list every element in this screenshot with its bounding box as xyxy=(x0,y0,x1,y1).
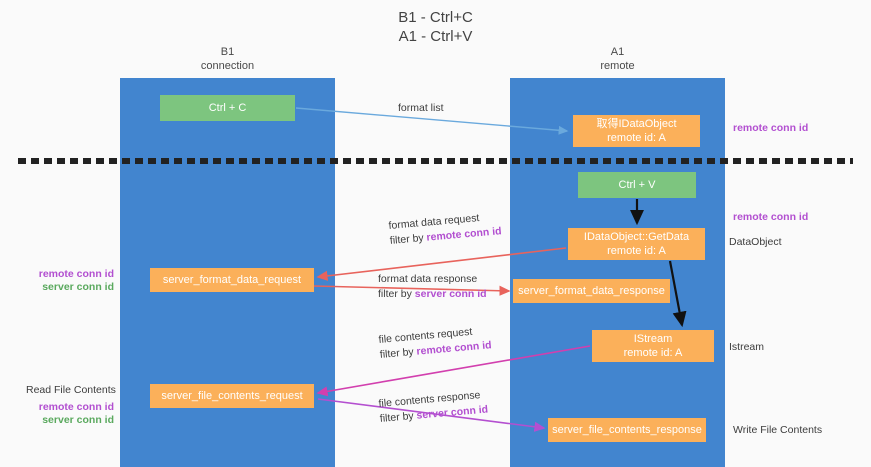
note-left-remote-conn-id-1: remote conn id xyxy=(38,268,114,280)
arrow-label-file-contents-response-filter-prefix: filter by xyxy=(379,409,418,425)
box-server-file-contents-response[interactable]: server_file_contents_response xyxy=(548,418,706,442)
box-server-file-contents-request-label: server_file_contents_request xyxy=(161,390,303,402)
note-write-file-contents: Write File Contents xyxy=(733,424,823,436)
note-istream: Istream xyxy=(729,341,765,353)
title-line-1: B1 - Ctrl+C xyxy=(398,9,473,26)
title-line-2: A1 - Ctrl+V xyxy=(398,28,473,45)
arrow-format-data-response xyxy=(313,285,511,296)
lane-header-a1-role: remote xyxy=(600,60,635,72)
note-dataobject: DataObject xyxy=(729,236,782,248)
box-server-format-data-response[interactable]: server_format_data_response xyxy=(513,279,670,303)
box-ctrl-c-label: Ctrl + C xyxy=(208,102,247,114)
arrow-getdata-to-istream xyxy=(668,260,687,328)
arrow-file-contents-request xyxy=(316,345,591,397)
box-istream-remote-id: remote id: A xyxy=(623,347,683,359)
lane-header-a1-name: A1 xyxy=(610,46,625,58)
box-server-format-data-request[interactable]: server_format_data_request xyxy=(150,268,314,292)
note-remote-conn-id-mid: remote conn id xyxy=(733,211,809,223)
box-ctrl-c[interactable]: Ctrl + C xyxy=(160,95,295,121)
arrow-label-format-data-response: format data response filter by server co… xyxy=(378,272,487,302)
box-ctrl-v-label: Ctrl + V xyxy=(618,179,656,191)
arrow-label-format-list: format list xyxy=(398,101,444,116)
box-idataobject-getdata-label: IDataObject::GetData xyxy=(583,231,690,243)
arrow-label-format-list-text: format list xyxy=(398,102,444,114)
box-istream-label: IStream xyxy=(633,333,673,345)
box-ctrl-v[interactable]: Ctrl + V xyxy=(578,172,696,198)
box-idataobject-getdata-remote-id: remote id: A xyxy=(607,245,666,257)
box-server-file-contents-response-label: server_file_contents_response xyxy=(552,424,702,436)
arrow-format-list xyxy=(295,107,569,135)
arrow-label-file-contents-request-filter-prefix: filter by xyxy=(379,345,418,361)
note-read-file-contents: Read File Contents xyxy=(26,384,116,396)
lane-header-b1-name: B1 xyxy=(220,46,235,58)
lane-header-b1-role: connection xyxy=(200,60,255,72)
box-server-format-data-request-label: server_format_data_request xyxy=(162,274,302,286)
note-left-conn-ids-bottom: remote conn id server conn id xyxy=(22,401,114,427)
arrow-label-format-data-response-filter-value: server conn id xyxy=(414,288,487,300)
box-get-idataobject-remote-id: remote id: A xyxy=(607,132,666,144)
note-left-conn-ids-top: remote conn id server conn id xyxy=(22,268,114,294)
phase-divider xyxy=(18,158,853,164)
box-istream[interactable]: IStream remote id: A xyxy=(592,330,714,362)
box-idataobject-getdata[interactable]: IDataObject::GetData remote id: A xyxy=(568,228,705,260)
box-server-file-contents-request[interactable]: server_file_contents_request xyxy=(150,384,314,408)
arrow-label-format-data-request-filter-prefix: filter by xyxy=(389,231,428,247)
note-left-server-conn-id-1: server conn id xyxy=(42,281,114,293)
arrow-file-contents-response xyxy=(317,398,546,432)
box-get-idataobject-label: 取得IDataObject xyxy=(596,118,677,130)
note-remote-conn-id-top: remote conn id xyxy=(733,122,809,134)
lane-header-a1: A1 remote xyxy=(510,45,725,73)
note-left-remote-conn-id-2: remote conn id xyxy=(38,401,114,413)
box-get-idataobject[interactable]: 取得IDataObject remote id: A xyxy=(573,115,700,147)
arrow-label-format-data-response-text: format data response xyxy=(378,273,478,285)
lane-header-b1: B1 connection xyxy=(120,45,335,73)
arrow-label-format-data-response-filter-prefix: filter by xyxy=(378,288,415,300)
diagram-title: B1 - Ctrl+C A1 - Ctrl+V xyxy=(0,8,871,46)
arrow-format-data-request xyxy=(316,247,567,281)
box-server-format-data-response-label: server_format_data_response xyxy=(518,285,665,297)
note-left-server-conn-id-2: server conn id xyxy=(42,414,114,426)
